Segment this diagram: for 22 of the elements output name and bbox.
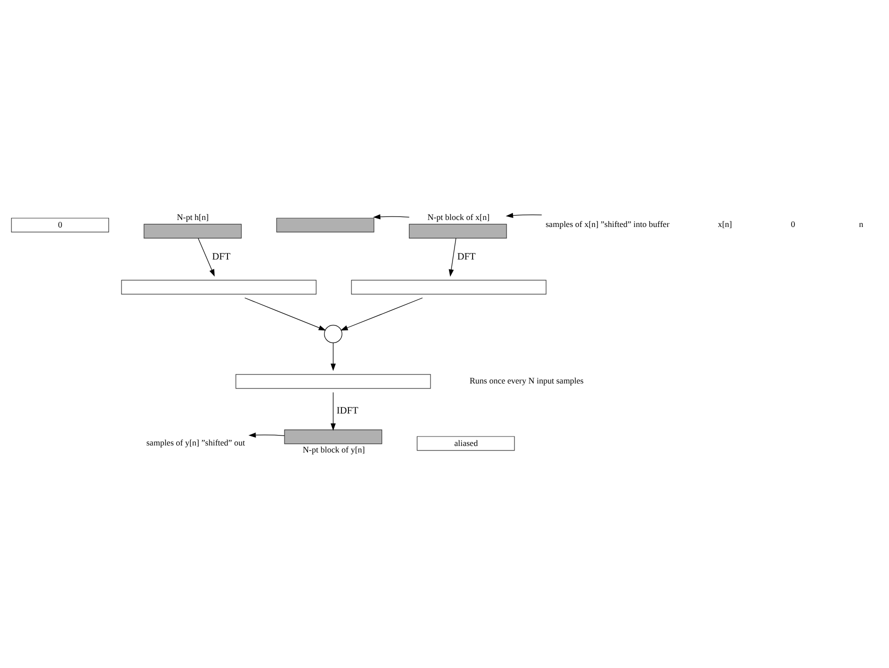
arrow — [373, 214, 410, 220]
arrow — [248, 432, 285, 438]
arrow — [448, 238, 456, 277]
node-text: samples of y[n] ”shifted” out — [146, 437, 246, 448]
node-text: samples of x[n] ”shifted” into buffer — [546, 219, 670, 230]
label: n — [859, 219, 864, 230]
edge-label: DFT — [212, 251, 230, 262]
node-label: N-pt block of x[n] — [427, 212, 490, 222]
node-label: N-pt block of y[n] — [302, 444, 365, 454]
arrow — [340, 298, 423, 330]
arrow — [244, 298, 326, 330]
edge-label: IDFT — [336, 405, 358, 416]
arrow — [506, 212, 542, 218]
arrow — [330, 392, 336, 431]
label: Runs once every N input samples — [470, 375, 584, 386]
label: 0 — [790, 219, 796, 230]
arrow — [330, 342, 336, 371]
edge-label: DFT — [457, 251, 476, 262]
node-label: N-pt h[n] — [176, 212, 209, 222]
node-circle — [324, 324, 342, 344]
label: x[n] — [718, 219, 732, 230]
arrow — [198, 238, 215, 277]
